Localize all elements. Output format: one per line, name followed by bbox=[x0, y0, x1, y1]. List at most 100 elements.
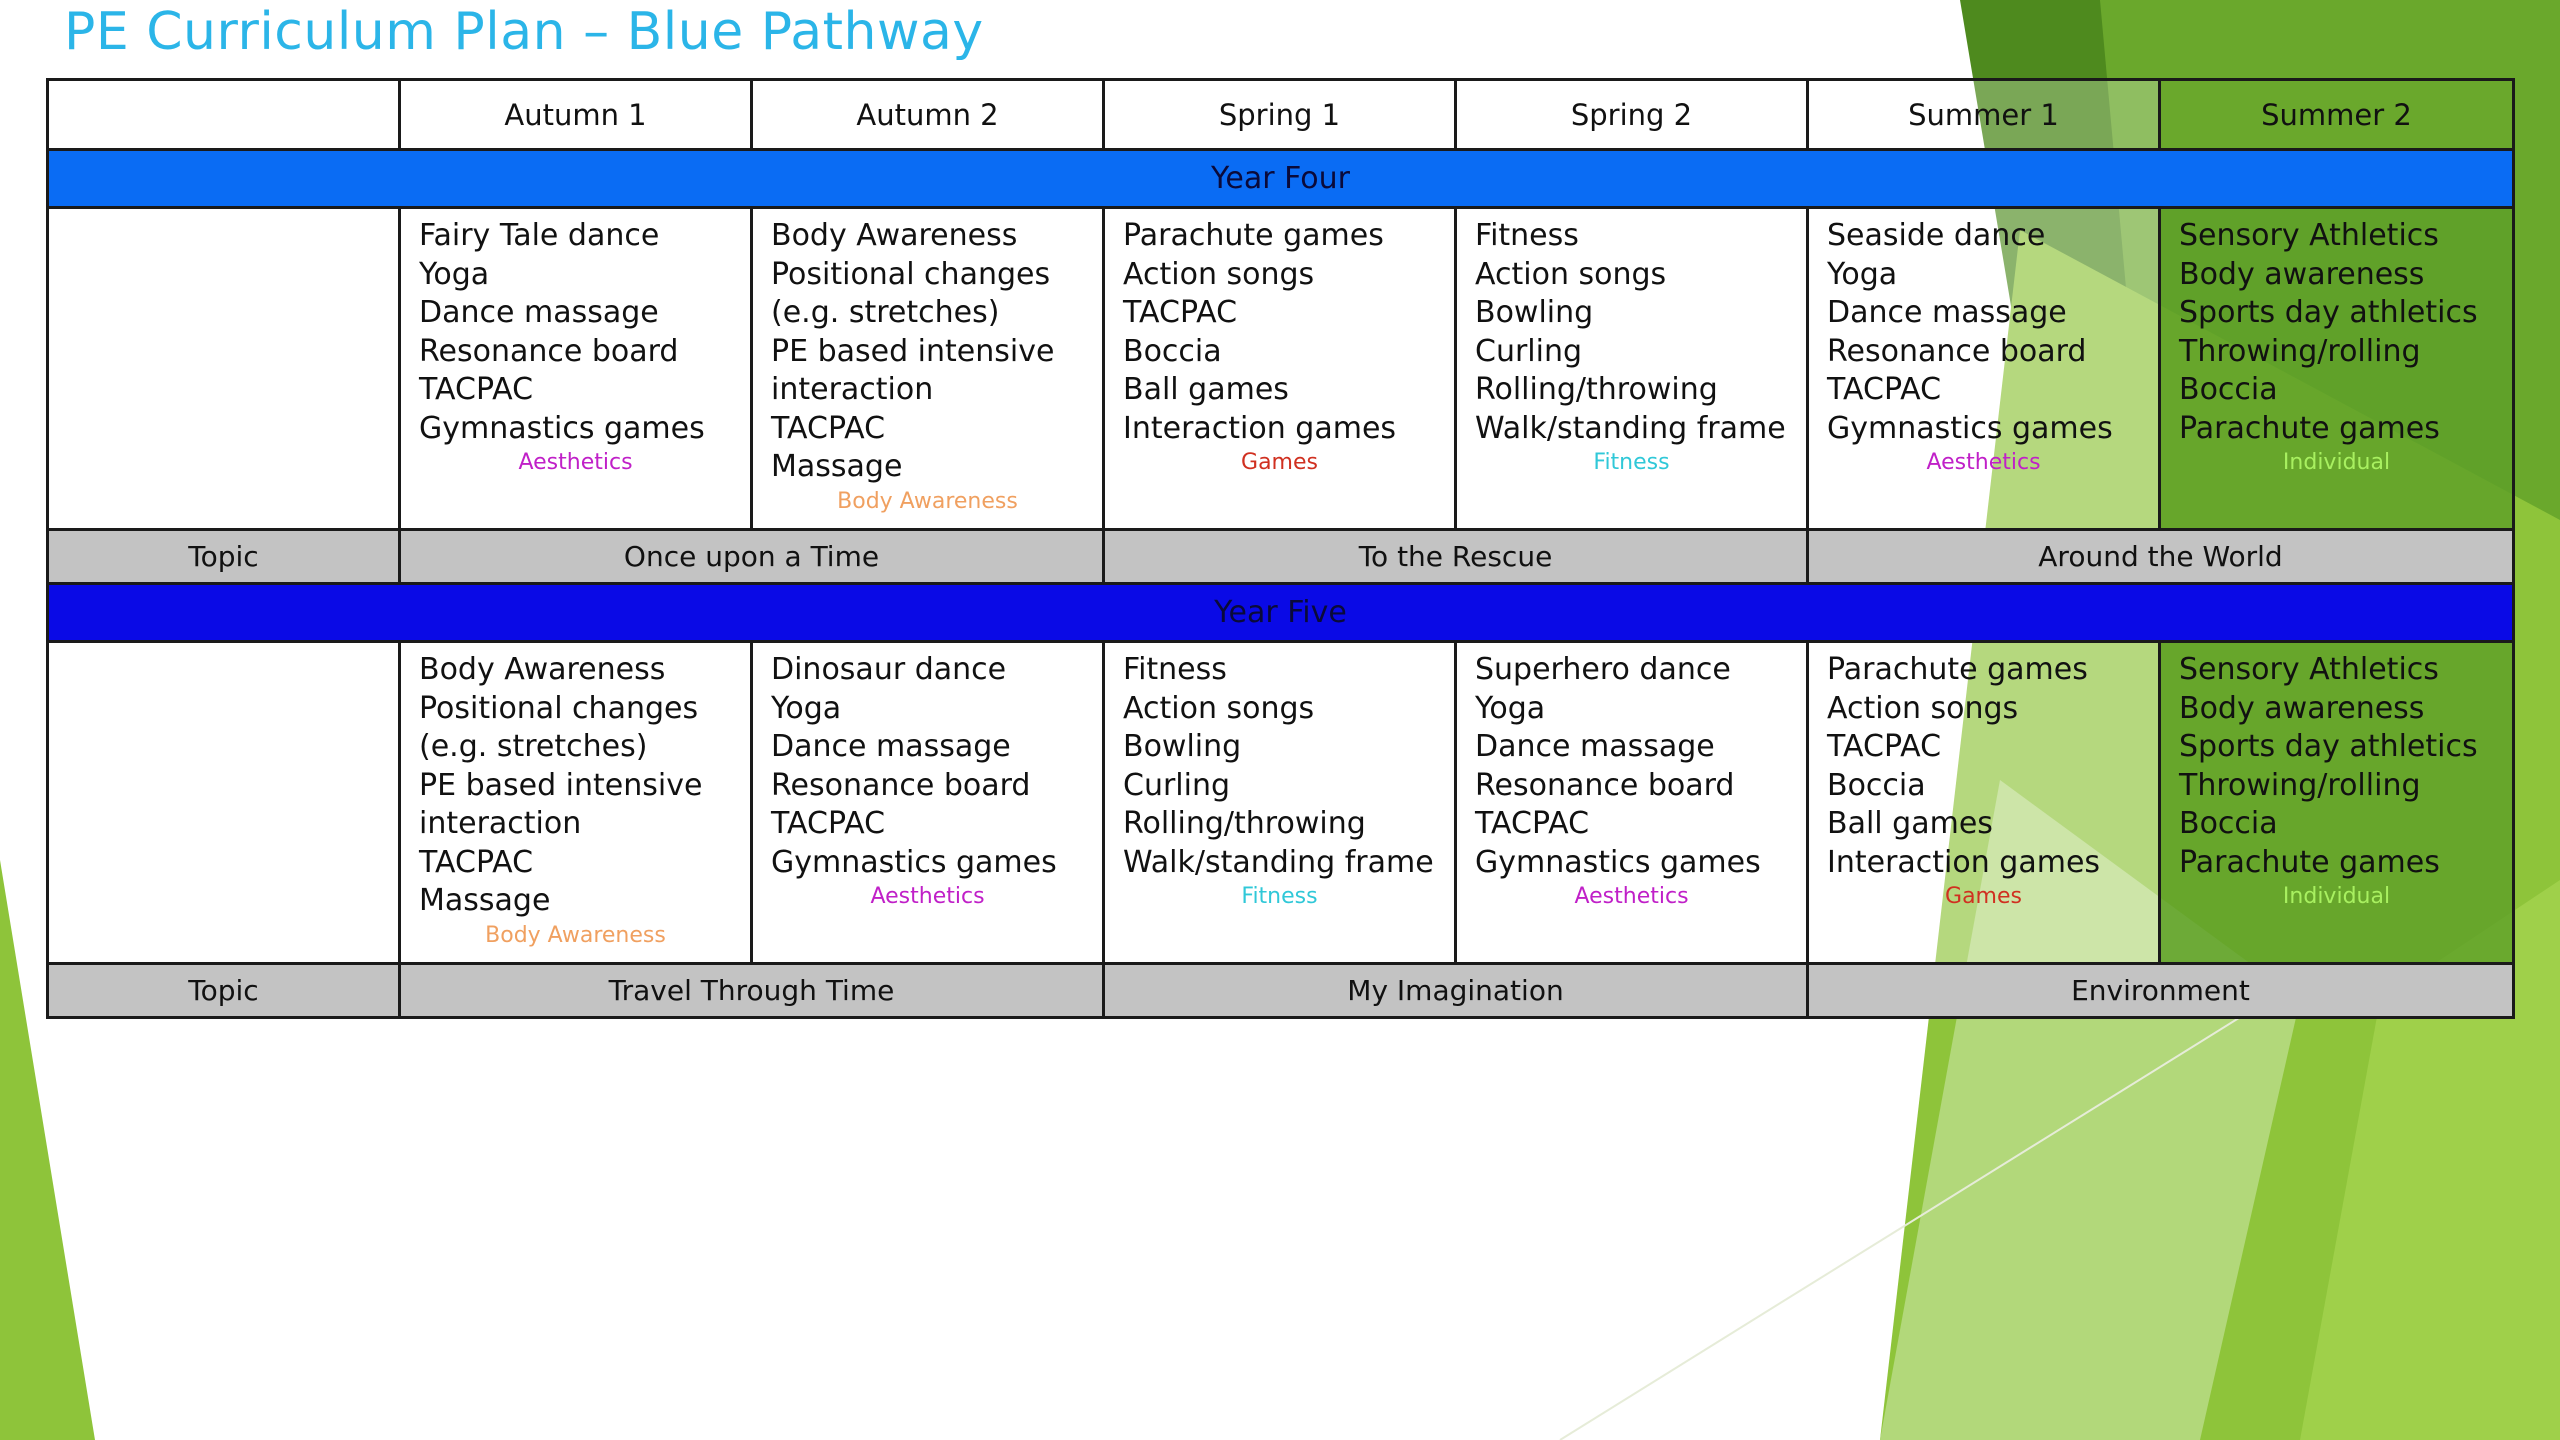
term-header: Summer 2 bbox=[2158, 78, 2515, 151]
activity-item: Walk/standing frame bbox=[1475, 410, 1786, 446]
activity-item: Boccia bbox=[1827, 767, 1926, 803]
activity-item: Boccia bbox=[1123, 333, 1222, 369]
activity-item: Sensory Athletics bbox=[2179, 218, 2439, 253]
activity-item: Superhero dance bbox=[1475, 652, 1731, 687]
topic-cell: My Imagination bbox=[1102, 962, 1809, 1019]
theme-label: Body Awareness bbox=[485, 922, 666, 948]
theme-label: Aesthetics bbox=[518, 450, 633, 475]
theme-label: Aesthetics bbox=[1926, 450, 2041, 475]
year-four-band: Year Four bbox=[46, 148, 2515, 209]
theme-label: Individual bbox=[2282, 450, 2391, 475]
activity-item: Curling bbox=[1123, 767, 1231, 803]
activity-item: Boccia bbox=[2179, 372, 2278, 407]
bg-left-green-shape bbox=[0, 860, 95, 1440]
activity-item: Throwing/rolling bbox=[2179, 767, 2421, 803]
page-title: PE Curriculum Plan – Blue Pathway bbox=[64, 2, 984, 62]
activity-item: TACPAC bbox=[771, 410, 886, 446]
activity-item: Resonance board bbox=[1475, 767, 1735, 803]
activity-item: Walk/standing frame bbox=[1123, 844, 1434, 880]
activity-cell: Body Awareness Positional changes(e.g. st… bbox=[750, 206, 1105, 531]
activity-item: Ball games bbox=[1123, 372, 1289, 407]
activity-item: PE based intensive bbox=[419, 767, 703, 803]
activity-item: Gymnastics games bbox=[419, 410, 705, 446]
activity-item: Interaction games bbox=[1123, 410, 1397, 446]
activity-item: Gymnastics games bbox=[1475, 844, 1761, 880]
topic-label: Topic bbox=[46, 962, 401, 1019]
activity-item: Parachute games bbox=[1123, 218, 1384, 253]
activity-item: TACPAC bbox=[419, 372, 534, 407]
activity-item: Action songs bbox=[1123, 690, 1315, 726]
topic-cell: Once upon a Time bbox=[398, 528, 1105, 585]
activity-item: (e.g. stretches) bbox=[771, 295, 1000, 330]
topic-label: Topic bbox=[46, 528, 401, 585]
activity-item: Bowling bbox=[1123, 729, 1242, 764]
activity-item: Resonance board bbox=[419, 333, 679, 369]
topic-cell: Environment bbox=[1806, 962, 2515, 1019]
activity-item: Gymnastics games bbox=[1827, 410, 2113, 446]
activity-item: (e.g. stretches) bbox=[419, 729, 648, 764]
activity-item: Yoga bbox=[419, 256, 490, 292]
topic-cell: To the Rescue bbox=[1102, 528, 1809, 585]
bg-right-lime-shape bbox=[2300, 880, 2560, 1440]
activity-item: TACPAC bbox=[1827, 729, 1942, 764]
corner-cell bbox=[46, 78, 401, 151]
term-header: Autumn 2 bbox=[750, 78, 1105, 151]
activity-item: TACPAC bbox=[1123, 295, 1238, 330]
activity-item: Rolling/throwing bbox=[1475, 372, 1718, 407]
theme-label: Body Awareness bbox=[837, 488, 1018, 514]
activity-item: Positional changes bbox=[419, 690, 699, 726]
activity-item: Rolling/throwing bbox=[1123, 806, 1366, 841]
activity-item: Parachute games bbox=[1827, 652, 2088, 687]
term-header: Autumn 1 bbox=[398, 78, 753, 151]
activity-item: Positional changes bbox=[771, 256, 1051, 292]
activity-item: PE based intensive bbox=[771, 333, 1055, 369]
term-header: Summer 1 bbox=[1806, 78, 2161, 151]
activity-item: Action songs bbox=[1827, 690, 2019, 726]
activity-item: Seaside dance bbox=[1827, 218, 2046, 253]
theme-label: Aesthetics bbox=[1574, 884, 1689, 909]
activity-item: Throwing/rolling bbox=[2179, 333, 2421, 369]
activity-item: Body awareness bbox=[2179, 690, 2425, 726]
year-five-topic-row: Topic Travel Through Time My Imagination… bbox=[46, 962, 2515, 1019]
activity-item: TACPAC bbox=[771, 806, 886, 841]
curriculum-table: Autumn 1 Autumn 2 Spring 1 Spring 2 Summ… bbox=[46, 78, 2515, 1019]
activity-item: TACPAC bbox=[1827, 372, 1942, 407]
activity-item: Yoga bbox=[1475, 690, 1546, 726]
term-header-row: Autumn 1 Autumn 2 Spring 1 Spring 2 Summ… bbox=[46, 78, 2515, 151]
activity-item: Dance massage bbox=[771, 729, 1011, 764]
topic-cell: Travel Through Time bbox=[398, 962, 1105, 1019]
activity-item: Resonance board bbox=[1827, 333, 2087, 369]
activity-item: Boccia bbox=[2179, 806, 2278, 841]
activity-item: Bowling bbox=[1475, 295, 1594, 330]
row-label-cell bbox=[46, 640, 401, 965]
activity-item: Sports day athletics bbox=[2179, 729, 2478, 764]
activity-item: Massage bbox=[771, 449, 903, 484]
activity-item: interaction bbox=[419, 806, 582, 841]
activity-item: Massage bbox=[419, 883, 551, 918]
theme-label: Fitness bbox=[1241, 884, 1318, 909]
year-five-label: Year Five bbox=[46, 582, 2515, 643]
activity-item: Gymnastics games bbox=[771, 844, 1057, 880]
activity-item: Yoga bbox=[771, 690, 842, 726]
theme-label: Individual bbox=[2282, 884, 2391, 909]
activity-item: Dance massage bbox=[1827, 295, 2067, 330]
activity-item: Yoga bbox=[1827, 256, 1898, 292]
activity-item: Action songs bbox=[1475, 256, 1667, 292]
activity-item: TACPAC bbox=[419, 844, 534, 880]
activity-item: Body Awareness bbox=[419, 652, 666, 687]
activity-item: Resonance board bbox=[771, 767, 1031, 803]
activity-item: Sports day athletics bbox=[2179, 295, 2478, 330]
activity-item: Action songs bbox=[1123, 256, 1315, 292]
